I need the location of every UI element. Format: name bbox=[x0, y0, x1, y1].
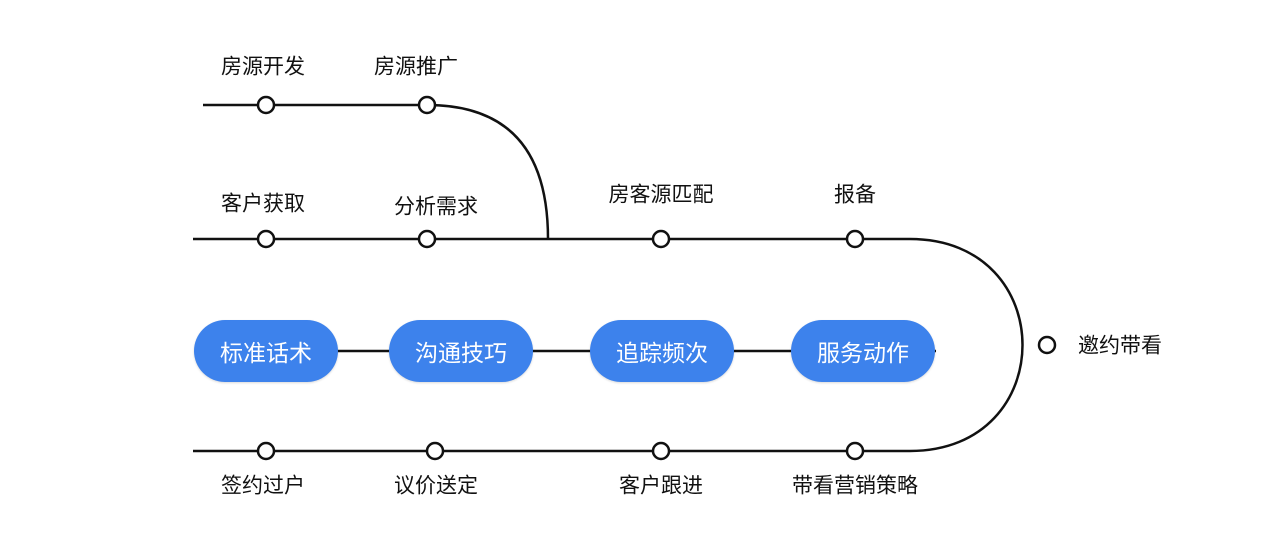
pill-standard-script: 标准话术 bbox=[194, 320, 338, 382]
node-customer-followup bbox=[651, 441, 671, 461]
label-viewing-strategy: 带看营销策略 bbox=[792, 473, 918, 498]
pill-communication-skills: 沟通技巧 bbox=[389, 320, 533, 382]
node-house-source-promotion bbox=[417, 95, 437, 115]
label-contract-transfer: 签约过户 bbox=[221, 473, 305, 498]
node-filing bbox=[845, 229, 865, 249]
middle-track-line bbox=[193, 237, 1024, 453]
node-house-source-development bbox=[256, 95, 276, 115]
node-matching bbox=[651, 229, 671, 249]
label-house-source-development: 房源开发 bbox=[221, 54, 305, 79]
node-needs-analysis bbox=[417, 229, 437, 249]
top-track-line bbox=[203, 103, 550, 240]
label-needs-analysis: 分析需求 bbox=[394, 194, 478, 219]
node-customer-acquisition bbox=[256, 229, 276, 249]
label-filing: 报备 bbox=[834, 182, 876, 207]
node-contract-transfer bbox=[256, 441, 276, 461]
label-house-source-promotion: 房源推广 bbox=[374, 54, 458, 79]
label-matching: 房客源匹配 bbox=[608, 182, 714, 207]
label-invite-viewing: 邀约带看 bbox=[1078, 333, 1162, 358]
label-price-negotiation: 议价送定 bbox=[394, 473, 478, 498]
node-invite-viewing bbox=[1037, 335, 1057, 355]
pill-tracking-frequency: 追踪频次 bbox=[590, 320, 734, 382]
node-viewing-strategy bbox=[845, 441, 865, 461]
label-customer-acquisition: 客户获取 bbox=[221, 191, 305, 216]
pill-service-actions: 服务动作 bbox=[791, 320, 935, 382]
node-price-negotiation bbox=[425, 441, 445, 461]
label-customer-followup: 客户跟进 bbox=[619, 473, 703, 498]
